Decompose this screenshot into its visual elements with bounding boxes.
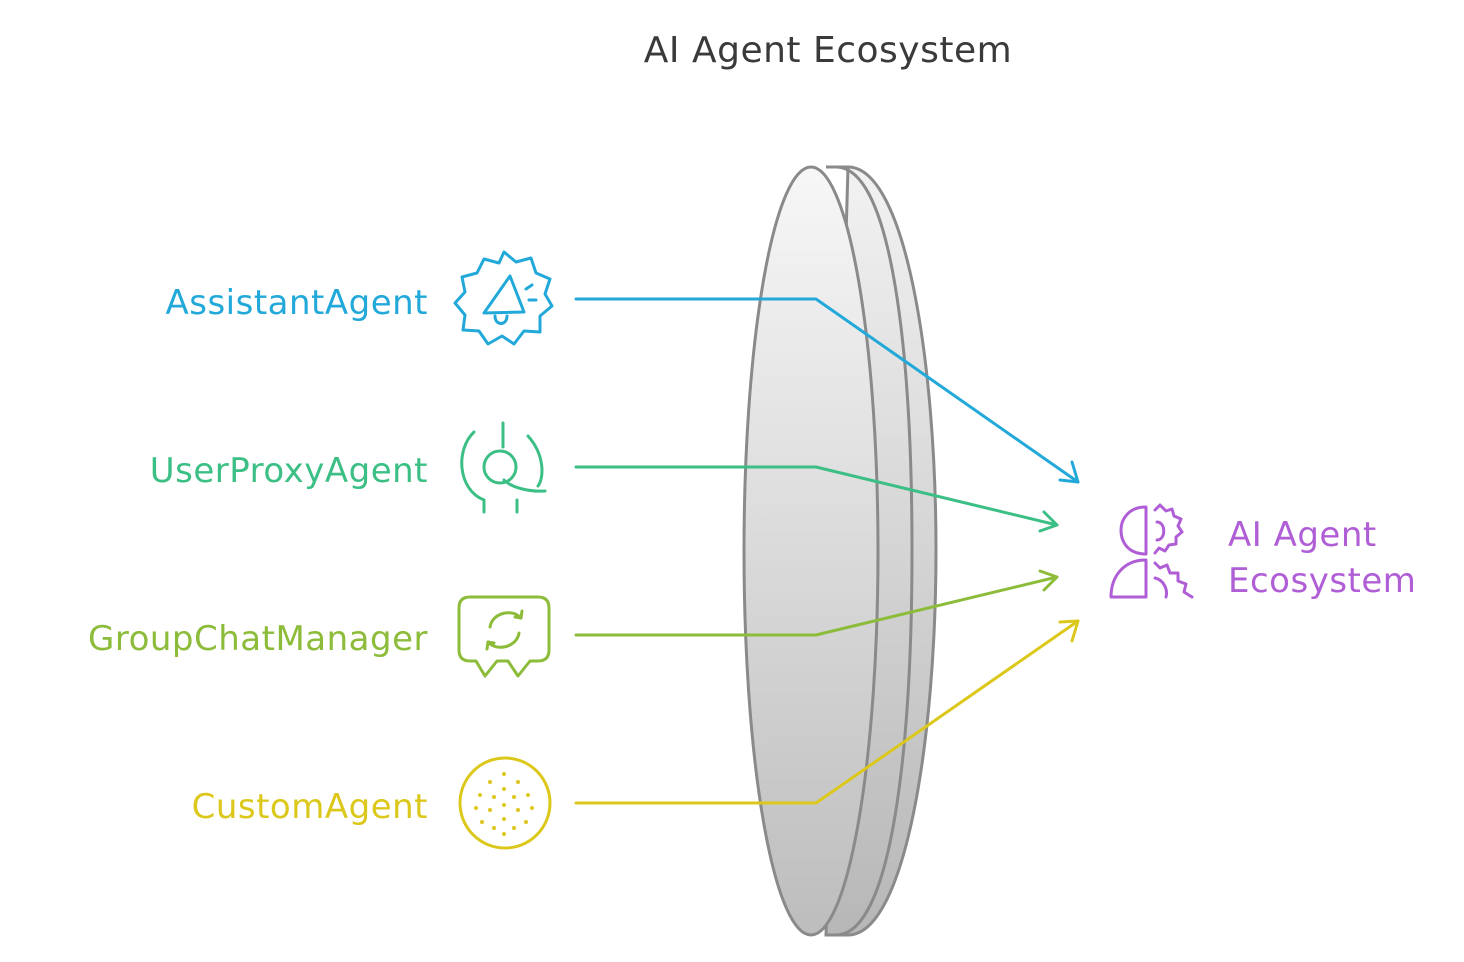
person-gears-icon [1109,503,1194,599]
arrow-groupchat [574,569,1059,637]
diagram-title: AI Agent Ecosystem [643,30,1013,71]
agent-label-groupchat: GroupChatManager [88,619,428,659]
lens [742,165,938,937]
result-label: AI Agent Ecosystem [1228,512,1416,604]
arrow-assistant [574,297,1080,484]
arrow-custom [574,619,1080,805]
lens-front [742,165,880,937]
lens-rim [835,165,914,937]
arrow-userproxy [574,465,1059,533]
dotted-circle-icon [458,756,552,850]
agent-label-custom: CustomAgent [191,787,428,827]
gear-megaphone-icon [453,250,554,346]
chat-refresh-icon [457,595,551,678]
agent-label-userproxy: UserProxyAgent [149,451,428,491]
user-headset-icon [460,421,547,514]
result-label-line2: Ecosystem [1228,561,1417,601]
agent-label-assistant: AssistantAgent [165,283,428,323]
result-label-line1: AI Agent [1228,515,1377,555]
